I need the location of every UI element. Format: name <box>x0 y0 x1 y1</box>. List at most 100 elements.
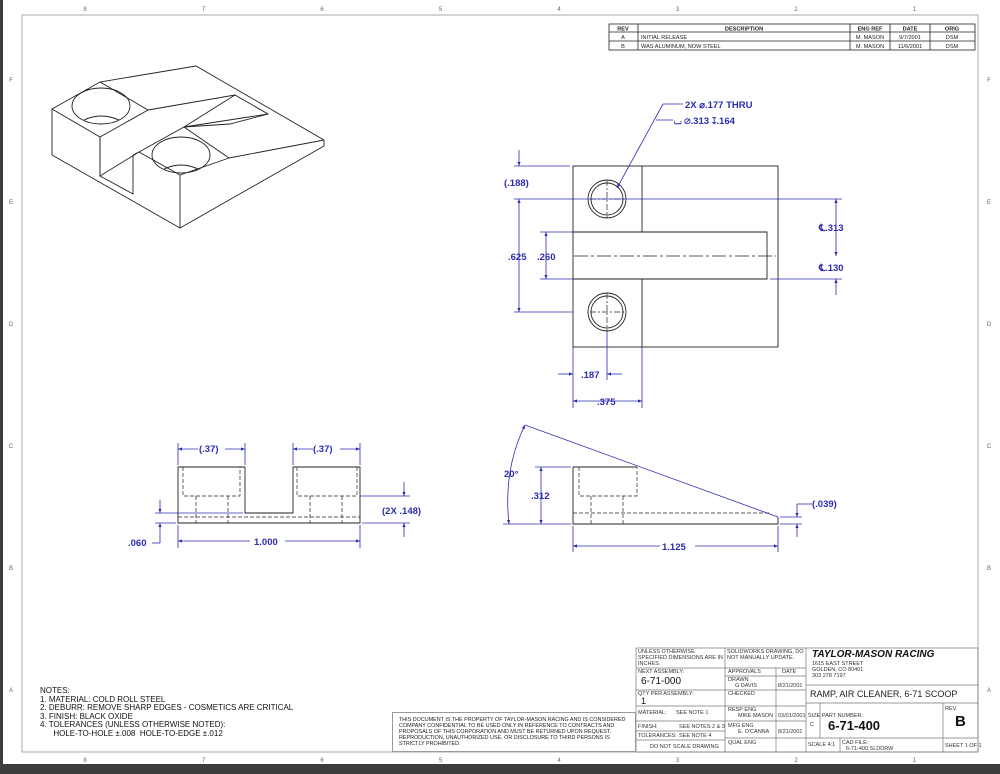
zone-row-label: A <box>9 688 13 694</box>
zone-row-label: E <box>987 200 991 206</box>
tb-drawn-date: 8/21/2001 <box>778 683 803 689</box>
zone-row-label: C <box>9 444 14 450</box>
rev-header-date: DATE <box>903 27 918 33</box>
rev-b-rev: B <box>621 44 625 50</box>
tb-address-1: 1615 EAST STREET <box>812 661 864 667</box>
window-edge <box>0 0 3 774</box>
tb-mfg-eng-date: 8/21/2001 <box>778 729 803 735</box>
tb-tolerances-label: TOLERANCES: <box>638 733 677 739</box>
tb-drawing-title: RAMP, AIR CLEANER, 6-71 SCOOP <box>810 689 958 699</box>
rev-header-engref: ENG REF <box>858 27 883 33</box>
rev-a-engref: M. MASON <box>856 35 884 41</box>
zone-row-label: F <box>987 78 991 84</box>
note-item: 3. FINISH: BLACK OXIDE <box>40 711 133 721</box>
side-view-dimensions <box>503 424 812 552</box>
dim-1000: 1.000 <box>254 537 278 548</box>
tb-finish-label: FINISH: <box>638 724 658 730</box>
tb-cad-file-label: CAD FILE: <box>842 740 869 746</box>
rev-a-date: 9/7/2001 <box>899 35 921 41</box>
zone-column-label: 3 <box>676 758 680 764</box>
zone-column-label: 3 <box>676 7 680 13</box>
zone-column-label: 4 <box>557 758 561 764</box>
side-view-labels: 20° .312 1.125 (.039) <box>504 469 837 553</box>
zone-column-label: 4 <box>557 7 561 13</box>
top-view-dimensions <box>514 103 842 408</box>
confidentiality-notice: THIS DOCUMENT IS THE PROPERTY OF TAYLOR-… <box>392 712 636 752</box>
zone-row-label: D <box>987 322 992 328</box>
zone-column-label: 6 <box>320 7 324 13</box>
rev-a-rev: A <box>621 35 625 41</box>
tb-qty-label: QTY PER ASSEMBLY: <box>638 691 694 697</box>
drawing-frame <box>21 14 979 753</box>
dim-060: .060 <box>128 538 147 549</box>
tb-size-label: SIZE <box>808 713 821 719</box>
tb-size: C <box>810 722 814 728</box>
tb-sheet: SHEET 1 OF 1 <box>945 743 982 749</box>
rev-b-engref: M. MASON <box>856 44 884 50</box>
side-view <box>572 466 779 525</box>
note-item: 4. TOLERANCES (UNLESS OTHERWISE NOTED): <box>40 720 226 730</box>
note-item: 2. DEBURR: REMOVE SHARP EDGES - COSMETIC… <box>40 703 294 713</box>
top-view <box>572 165 779 348</box>
dim-375: .375 <box>597 397 616 408</box>
zone-column-label: 6 <box>320 758 324 764</box>
tb-checked-label: CHECKED <box>728 691 755 697</box>
rev-header-description: DESCRIPTION <box>725 27 763 33</box>
notes-title: NOTES: <box>40 686 70 695</box>
zone-column-label: 1 <box>913 7 917 13</box>
zone-row-label: C <box>987 444 992 450</box>
dim-313: ℄.313 <box>818 223 844 234</box>
zone-column-label: 7 <box>202 7 206 13</box>
dim-37-right: (.37) <box>313 444 333 455</box>
title-block-grid <box>635 647 979 753</box>
rev-a-orig: DSM <box>946 35 959 41</box>
zone-column-label: 1 <box>913 758 917 764</box>
zone-column-label: 2 <box>794 7 798 13</box>
tb-qual-eng-label: QUAL ENG <box>728 740 757 746</box>
dim-1125: 1.125 <box>662 542 686 553</box>
rev-b-description: WAS ALUMINUM, NOW STEEL <box>641 44 721 50</box>
dim-187: .187 <box>581 370 600 381</box>
dim-37-left: (.37) <box>199 444 219 455</box>
dim-188: (.188) <box>504 178 529 189</box>
dim-130: ℄.130 <box>818 263 844 274</box>
tb-do-not-scale: DO NOT SCALE DRAWING <box>650 744 719 750</box>
zone-row-label: A <box>987 688 991 694</box>
tb-mfg-eng: E. O'CANNA <box>738 729 770 735</box>
zone-row-label: B <box>987 566 991 572</box>
tb-scale: SCALE 4:1 <box>808 742 836 748</box>
tb-resp-eng: MIKE MASON <box>738 713 774 719</box>
zone-row-label: D <box>9 322 14 328</box>
tb-next-assembly-label: NEXT ASSEMBLY: <box>638 669 685 675</box>
dim-260: .260 <box>537 252 556 263</box>
tb-drawn-label: DRAWN <box>728 677 749 683</box>
tb-phone: 303 278 7197 <box>812 673 846 679</box>
note-item: 1. MATERIAL: COLD ROLL STEEL <box>40 694 166 704</box>
tb-next-assembly: 6-71-000 <box>641 676 682 687</box>
tb-approvals-label: APPROVALS <box>728 669 761 675</box>
tb-finish: SEE NOTES 2 & 3 <box>679 724 725 730</box>
dim-625: .625 <box>508 252 527 263</box>
zone-row-label: B <box>9 566 13 572</box>
zone-column-label: 7 <box>202 758 206 764</box>
revision-table <box>608 23 976 51</box>
tb-date-label: DATE <box>782 669 797 675</box>
tb-material-label: MATERIAL: <box>638 710 667 716</box>
tb-material: SEE NOTE 1 <box>676 710 709 716</box>
tb-resp-eng-label: RESP ENG <box>728 707 757 713</box>
hole-callout-thru: 2X ⌀.177 THRU <box>685 100 753 111</box>
rev-header-rev: REV <box>617 27 629 33</box>
tb-rev: B <box>955 713 966 730</box>
zone-column-label: 8 <box>83 7 87 13</box>
rev-a-description: INITIAL RELEASE <box>641 35 687 41</box>
note-item: HOLE-TO-HOLE ±.008 HOLE-TO-EDGE ±.012 <box>40 728 223 738</box>
zone-row-label: E <box>9 200 13 206</box>
dim-312: .312 <box>531 491 550 502</box>
front-view <box>177 466 361 524</box>
notes-block: NOTES: 1. MATERIAL: COLD ROLL STEEL 2. D… <box>40 686 294 739</box>
zone-column-label: 8 <box>83 758 87 764</box>
